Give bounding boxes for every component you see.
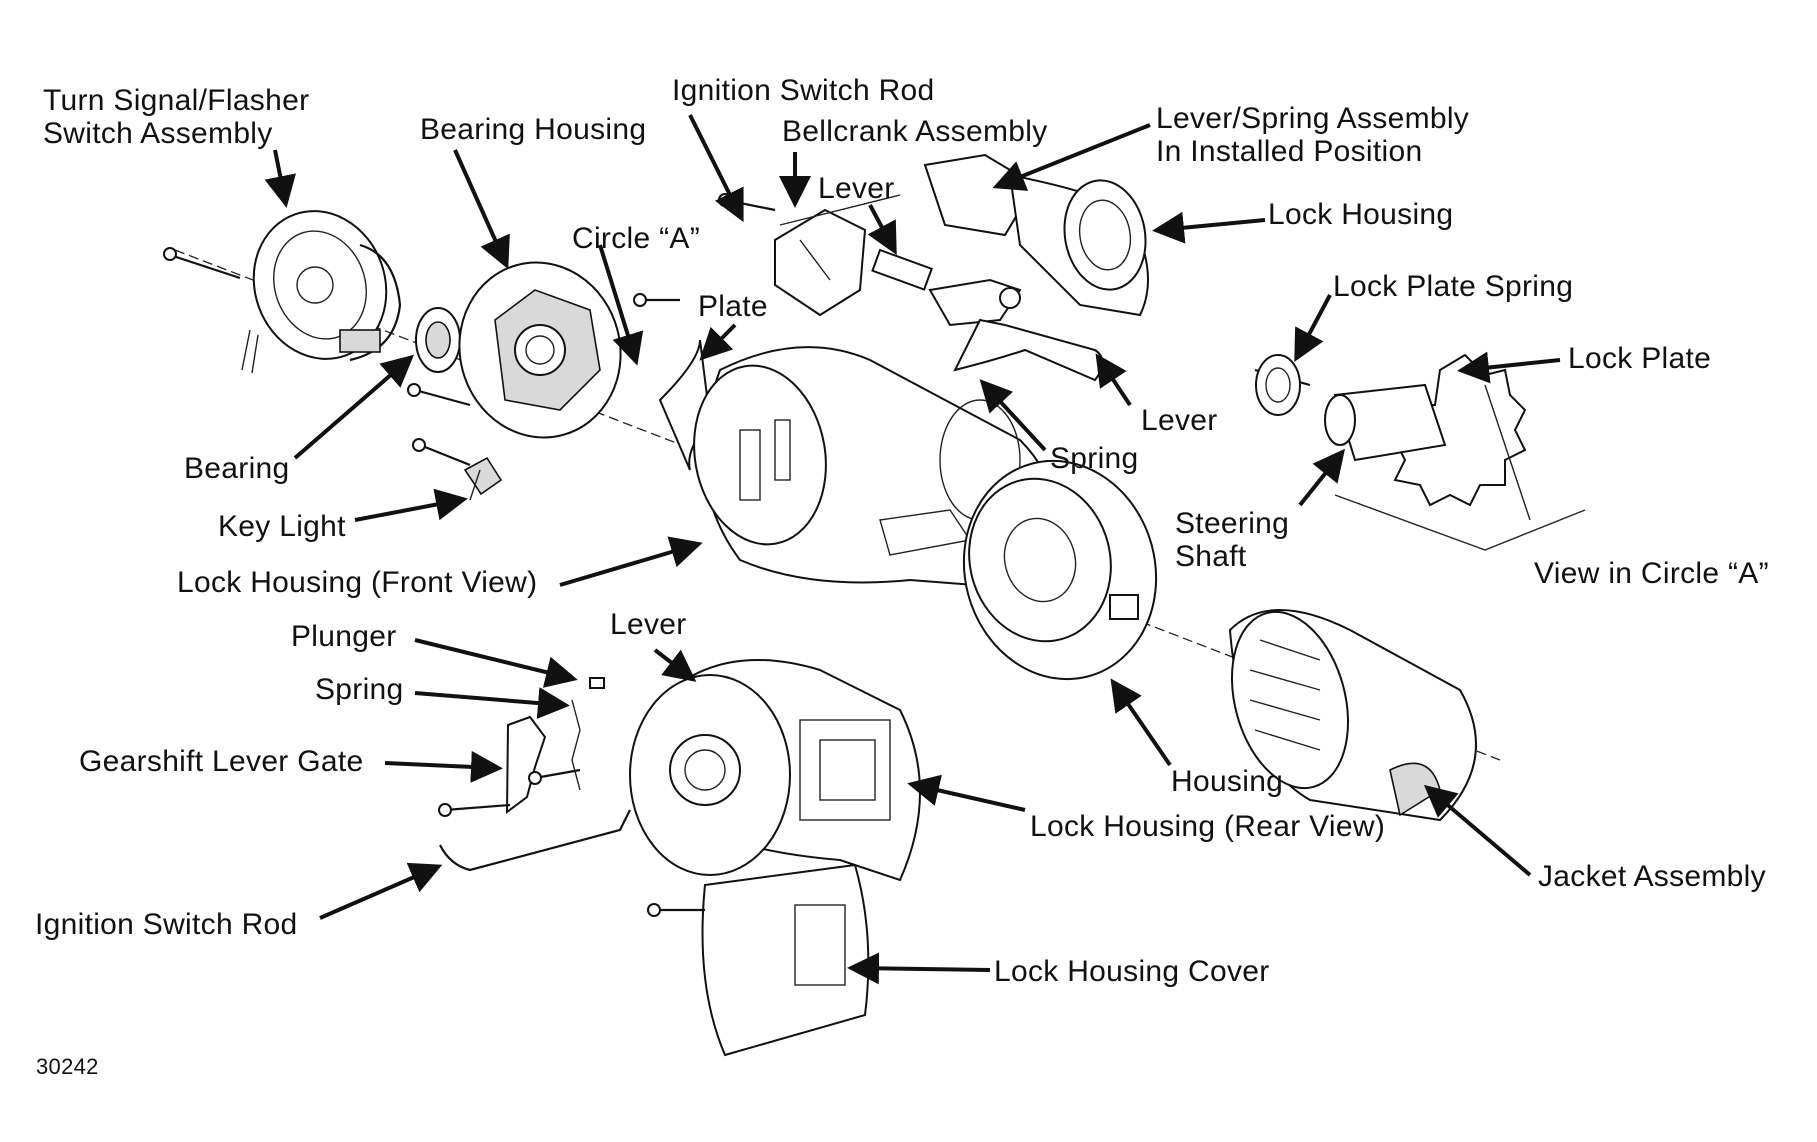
bearing-part [415, 307, 461, 373]
label-lever-spring-assembly: Lever/Spring Assembly In Installed Posit… [1156, 102, 1470, 168]
key-light-part [463, 456, 503, 501]
leader-arrows [264, 114, 1561, 985]
lever-spring-parts [871, 248, 1104, 382]
housing-part [962, 459, 1158, 681]
label-ignition-switch-rod-top: Ignition Switch Rod [672, 74, 935, 107]
lower-small-parts [438, 677, 870, 1057]
jacket-assembly-part [1228, 609, 1477, 822]
label-lock-plate-spring: Lock Plate Spring [1333, 270, 1574, 303]
label-bearing: Bearing [184, 452, 290, 485]
circle-a-view [1255, 353, 1586, 551]
label-gearshift-lever-gate: Gearshift Lever Gate [79, 745, 364, 778]
label-jacket-assembly: Jacket Assembly [1538, 860, 1766, 893]
label-lever-top: Lever [818, 172, 895, 205]
label-turn-signal-switch: Turn Signal/Flasher Switch Assembly [43, 84, 310, 150]
label-plate: Plate [698, 290, 768, 323]
label-spring-low: Spring [315, 673, 404, 706]
label-lever-low: Lever [610, 608, 687, 641]
label-lock-housing-front: Lock Housing (Front View) [177, 566, 538, 599]
label-plunger: Plunger [291, 620, 397, 653]
bellcrank-part [774, 194, 901, 317]
label-bellcrank-assembly: Bellcrank Assembly [782, 115, 1048, 148]
label-ignition-switch-rod-bottom: Ignition Switch Rod [35, 908, 298, 941]
bearing-housing-part [458, 261, 622, 439]
label-circle-a: Circle “A” [572, 222, 700, 255]
label-key-light: Key Light [218, 510, 346, 543]
label-bearing-housing: Bearing Housing [420, 113, 647, 146]
label-lock-housing-cover: Lock Housing Cover [994, 955, 1270, 988]
label-view-in-circle-a: View in Circle “A” [1534, 557, 1769, 590]
label-lock-plate: Lock Plate [1568, 342, 1712, 375]
label-steering-shaft: Steering Shaft [1175, 507, 1290, 573]
label-lever-mid: Lever [1141, 404, 1218, 437]
label-housing: Housing [1171, 765, 1284, 798]
turn-signal-switch-part [163, 210, 402, 374]
label-spring-mid: Spring [1050, 442, 1139, 475]
figure-number: 30242 [36, 1054, 99, 1079]
plate-part [658, 339, 712, 471]
lock-housing-rear-part [629, 659, 921, 882]
label-lock-housing-rear: Lock Housing (Rear View) [1030, 810, 1386, 843]
label-lock-housing-top: Lock Housing [1268, 198, 1454, 231]
